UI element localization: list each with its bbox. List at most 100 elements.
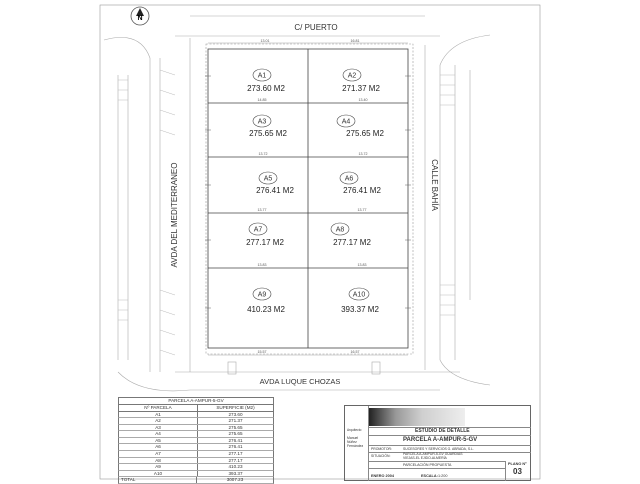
summary-row-area: 276.41 — [228, 437, 243, 443]
architect-name: Manuel Núñez Fernández — [347, 436, 364, 448]
parcel-tag-a10 — [348, 287, 370, 301]
promoter-value: SUCESORES Y SERVICIOS G. ABRADA, S.L. — [403, 446, 474, 451]
summary-col-parcel: Nº PARCELA — [119, 405, 198, 411]
dim-top-right: 16.81 — [351, 39, 360, 43]
parcel-id-a5: A5 — [264, 176, 273, 183]
parcel-tag-a8 — [330, 222, 350, 236]
summary-total-label: TOTAL — [119, 477, 197, 484]
title-block: Arquitecto Manuel Núñez Fernández ESTUDI… — [344, 405, 531, 481]
project-title: ESTUDIO DE DETALLE — [415, 428, 470, 434]
summary-total-row: TOTAL 3007.23 — [118, 477, 274, 484]
parcel-area-a1: 273.60 M2 — [247, 84, 285, 93]
summary-row-parcel: A9 — [119, 464, 198, 470]
summary-row-area: 410.23 — [228, 464, 243, 470]
plan-number-label: PLANO Nº — [508, 462, 527, 466]
left-parking-hatch — [118, 69, 176, 356]
dim-row3-right: 13.77 — [358, 208, 367, 212]
summary-row-parcel: A10 — [119, 470, 198, 477]
summary-row-area: 273.60 — [228, 411, 243, 417]
dim-bottom-right: 16.57 — [351, 350, 360, 354]
parcel-area-a5: 276.41 M2 — [256, 186, 294, 195]
parcel-id-a6: A6 — [345, 176, 354, 183]
summary-col-area: SUPERFICIE (M2) — [216, 405, 255, 410]
summary-row-area: 276.41 — [228, 444, 243, 450]
parcel-tag-a9 — [252, 287, 272, 301]
summary-row-parcel: A1 — [119, 411, 198, 418]
dim-row1-right: 13.40 — [359, 98, 368, 102]
plan-date: ENERO 2004 — [371, 474, 395, 478]
street-left: AVDA DEL MEDITERRANEO — [170, 163, 179, 268]
parcel-id-a9: A9 — [258, 292, 267, 299]
parcel-area-a6: 276.41 M2 — [343, 186, 381, 195]
plan-number: 03 — [513, 467, 522, 476]
summary-row-area: 277.17 — [228, 457, 243, 463]
summary-row-area: 275.65 — [228, 431, 243, 437]
parcel-grid — [207, 48, 409, 349]
parcel-area-a4: 275.65 M2 — [346, 129, 384, 138]
summary-row-area: 277.17 — [228, 451, 243, 457]
parcel-id-a3: A3 — [258, 119, 267, 126]
street-bottom: AVDA LUQUE CHOZAS — [260, 377, 341, 386]
summary-row-parcel: A2 — [119, 418, 198, 424]
summary-row-parcel: A5 — [119, 437, 198, 444]
plan-name: PARCELACIÓN PROPUESTA — [403, 462, 452, 467]
architect-label: Arquitecto — [347, 428, 362, 432]
parcel-id-a2: A2 — [348, 73, 357, 80]
parcel-title: PARCELA A-AMPUR-5-GV — [403, 437, 478, 443]
dim-row2-left: 13.72 — [259, 152, 268, 156]
parcel-tag-a3 — [252, 114, 272, 128]
summary-row: A6 276.41 — [118, 444, 274, 452]
parcel-tag-a4 — [336, 114, 356, 128]
summary-row-parcel: A7 — [119, 451, 198, 457]
dim-row4-right: 13.83 — [358, 263, 367, 267]
parcel-area-a7: 277.17 M2 — [246, 238, 284, 247]
scale-label: ESCALA: — [421, 474, 438, 478]
summary-row-parcel: A3 — [119, 424, 198, 431]
parcel-tag-a5 — [258, 171, 278, 185]
parcel-tag-a2 — [342, 68, 362, 82]
summary-row-area: 275.65 — [228, 424, 243, 430]
location-value: PARCELA A-AMPUR-5-GV GUARDIAS VIEJAS-EL … — [403, 451, 463, 460]
parcel-tag-a1 — [252, 68, 272, 82]
right-parking-hatch — [440, 74, 455, 316]
left-street-curbs — [103, 37, 191, 392]
parcel-id-a1: A1 — [258, 73, 267, 80]
summary-total-value: 3007.23 — [226, 477, 244, 483]
dim-row2-right: 13.72 — [359, 152, 368, 156]
dim-row3-left: 13.77 — [258, 208, 267, 212]
summary-row: A5 276.41 — [118, 437, 274, 445]
summary-row: A3 275.65 — [118, 424, 274, 432]
parcel-id-a8: A8 — [336, 227, 345, 234]
summary-header: Nº PARCELA SUPERFICIE (M2) — [118, 405, 274, 412]
promoter-label: PROMOTOR: — [371, 446, 392, 451]
summary-row-area: 393.37 — [228, 470, 243, 476]
summary-row: A1 273.60 — [118, 411, 274, 419]
parcel-id-a7: A7 — [254, 227, 263, 234]
block-setback — [205, 43, 414, 355]
dim-bottom-left: 15.57 — [258, 350, 267, 354]
top-street-curbs — [175, 15, 440, 37]
parcel-tags — [248, 68, 370, 301]
dim-top-left: 13.01 — [261, 39, 270, 43]
drawing-frame — [99, 4, 541, 480]
parcel-area-a10: 393.37 M2 — [341, 305, 379, 314]
street-right: CALLE BAHÍA — [430, 159, 439, 211]
dim-row4-left: 13.83 — [258, 263, 267, 267]
right-street-curbs — [424, 34, 491, 386]
parcel-area-a9: 410.23 M2 — [247, 305, 285, 314]
parcel-id-a10: A10 — [353, 292, 366, 299]
parcel-tag-a6 — [339, 171, 359, 185]
parcel-tag-a7 — [248, 222, 268, 236]
summary-row-parcel: A6 — [119, 444, 198, 451]
parcel-area-a2: 271.37 M2 — [342, 84, 380, 93]
north-arrow-icon — [130, 6, 150, 26]
parcel-area-a3: 275.65 M2 — [249, 129, 287, 138]
summary-title: PARCELA A-AMPUR-5-GV — [118, 397, 274, 405]
parcel-area-a8: 277.17 M2 — [333, 238, 371, 247]
summary-row: A7 277.17 — [118, 451, 274, 458]
